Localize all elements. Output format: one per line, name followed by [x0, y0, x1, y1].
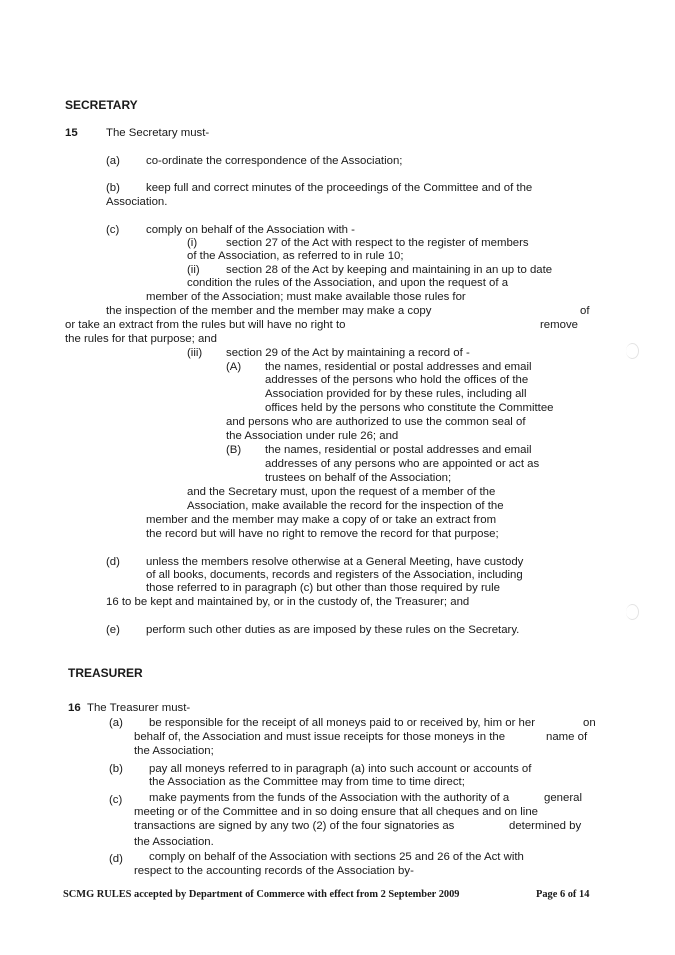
- page-number: Page 6 of 14: [536, 889, 590, 900]
- subclause-label: (i): [187, 237, 198, 249]
- clause-text: 16 to be kept and maintained by, or in t…: [106, 596, 470, 608]
- clause-label: (c): [109, 794, 123, 806]
- clause-text: those referred to in paragraph (c) but o…: [146, 582, 500, 594]
- clause-text: name of: [546, 731, 588, 743]
- clause-text: on: [583, 717, 596, 729]
- clause-label: (c): [106, 224, 120, 236]
- clause-text: of all books, documents, records and reg…: [146, 569, 523, 581]
- footer-text: SCMG RULES accepted by Department of Com…: [63, 889, 460, 900]
- clause-text: member and the member may make a copy of…: [146, 514, 497, 526]
- scan-mark: [626, 343, 639, 359]
- clause-label: (b): [109, 763, 123, 775]
- item-text: addresses of the persons who hold the of…: [265, 374, 529, 386]
- clause-text: co-ordinate the correspondence of the As…: [146, 155, 403, 167]
- item-text: offices held by the persons who constitu…: [265, 402, 554, 414]
- clause-text: the record but will have no right to rem…: [146, 528, 499, 540]
- clause-text: respect to the accounting records of the…: [134, 865, 414, 877]
- clause-text: pay all moneys referred to in paragraph …: [149, 763, 532, 775]
- item-text: and persons who are authorized to use th…: [226, 416, 526, 428]
- subclause-text: the inspection of the member and the mem…: [106, 305, 432, 317]
- subclause-text: the rules for that purpose; and: [65, 333, 217, 345]
- clause-text: Association.: [106, 196, 168, 208]
- clause-text: the Association.: [134, 836, 214, 848]
- item-text: the names, residential or postal address…: [265, 444, 532, 456]
- clause-text: the Association as the Committee may fro…: [149, 776, 465, 788]
- subclause-text: or take an extract from the rules but wi…: [65, 319, 346, 331]
- item-text: trustees on behalf of the Association;: [265, 472, 452, 484]
- item-label: (A): [226, 361, 242, 373]
- section-heading-secretary: SECRETARY: [65, 98, 138, 112]
- subclause-text: section 29 of the Act by maintaining a r…: [226, 347, 470, 359]
- clause-label: (e): [106, 624, 120, 636]
- subclause-label: (ii): [187, 264, 200, 276]
- subclause-text: member of the Association; must make ava…: [146, 291, 466, 303]
- rule-number-15: 15: [65, 127, 78, 139]
- clause-text: the Association;: [134, 745, 214, 757]
- clause-text: be responsible for the receipt of all mo…: [149, 717, 536, 729]
- subclause-text: of: [580, 305, 590, 317]
- rule-15-intro: The Secretary must-: [106, 127, 210, 139]
- subclause-label: (iii): [187, 347, 203, 359]
- rule-number-16: 16: [68, 702, 81, 714]
- clause-text: transactions are signed by any two (2) o…: [134, 820, 455, 832]
- clause-text: unless the members resolve otherwise at …: [146, 556, 524, 568]
- clause-text: determined by: [509, 820, 582, 832]
- subclause-text: remove: [540, 319, 578, 331]
- scan-mark: [626, 604, 639, 620]
- clause-label: (d): [109, 853, 123, 865]
- clause-text: meeting or of the Committee and in so do…: [134, 806, 538, 818]
- item-text: addresses of any persons who are appoint…: [265, 458, 540, 470]
- item-label: (B): [226, 444, 242, 456]
- item-text: the names, residential or postal address…: [265, 361, 532, 373]
- clause-text: comply on behalf of the Association with…: [146, 224, 355, 236]
- clause-text: make payments from the funds of the Asso…: [149, 792, 510, 804]
- subclause-text: section 27 of the Act with respect to th…: [226, 237, 529, 249]
- clause-text: general: [544, 792, 582, 804]
- item-text: the Association under rule 26; and: [226, 430, 399, 442]
- clause-text: keep full and correct minutes of the pro…: [146, 182, 533, 194]
- rule-16-intro: The Treasurer must-: [87, 702, 191, 714]
- subclause-text: condition the rules of the Association, …: [187, 277, 509, 289]
- clause-label: (d): [106, 556, 120, 568]
- clause-text: comply on behalf of the Association with…: [149, 851, 524, 863]
- clause-text: behalf of, the Association and must issu…: [134, 731, 506, 743]
- clause-label: (b): [106, 182, 120, 194]
- section-heading-treasurer: TREASURER: [68, 666, 143, 680]
- subclause-text: of the Association, as referred to in ru…: [187, 250, 404, 262]
- clause-text: perform such other duties as are imposed…: [146, 624, 520, 636]
- item-text: Association provided for by these rules,…: [265, 388, 527, 400]
- clause-text: Association, make available the record f…: [187, 500, 504, 512]
- clause-label: (a): [109, 717, 123, 729]
- subclause-text: section 28 of the Act by keeping and mai…: [226, 264, 553, 276]
- clause-text: and the Secretary must, upon the request…: [187, 486, 496, 498]
- clause-label: (a): [106, 155, 120, 167]
